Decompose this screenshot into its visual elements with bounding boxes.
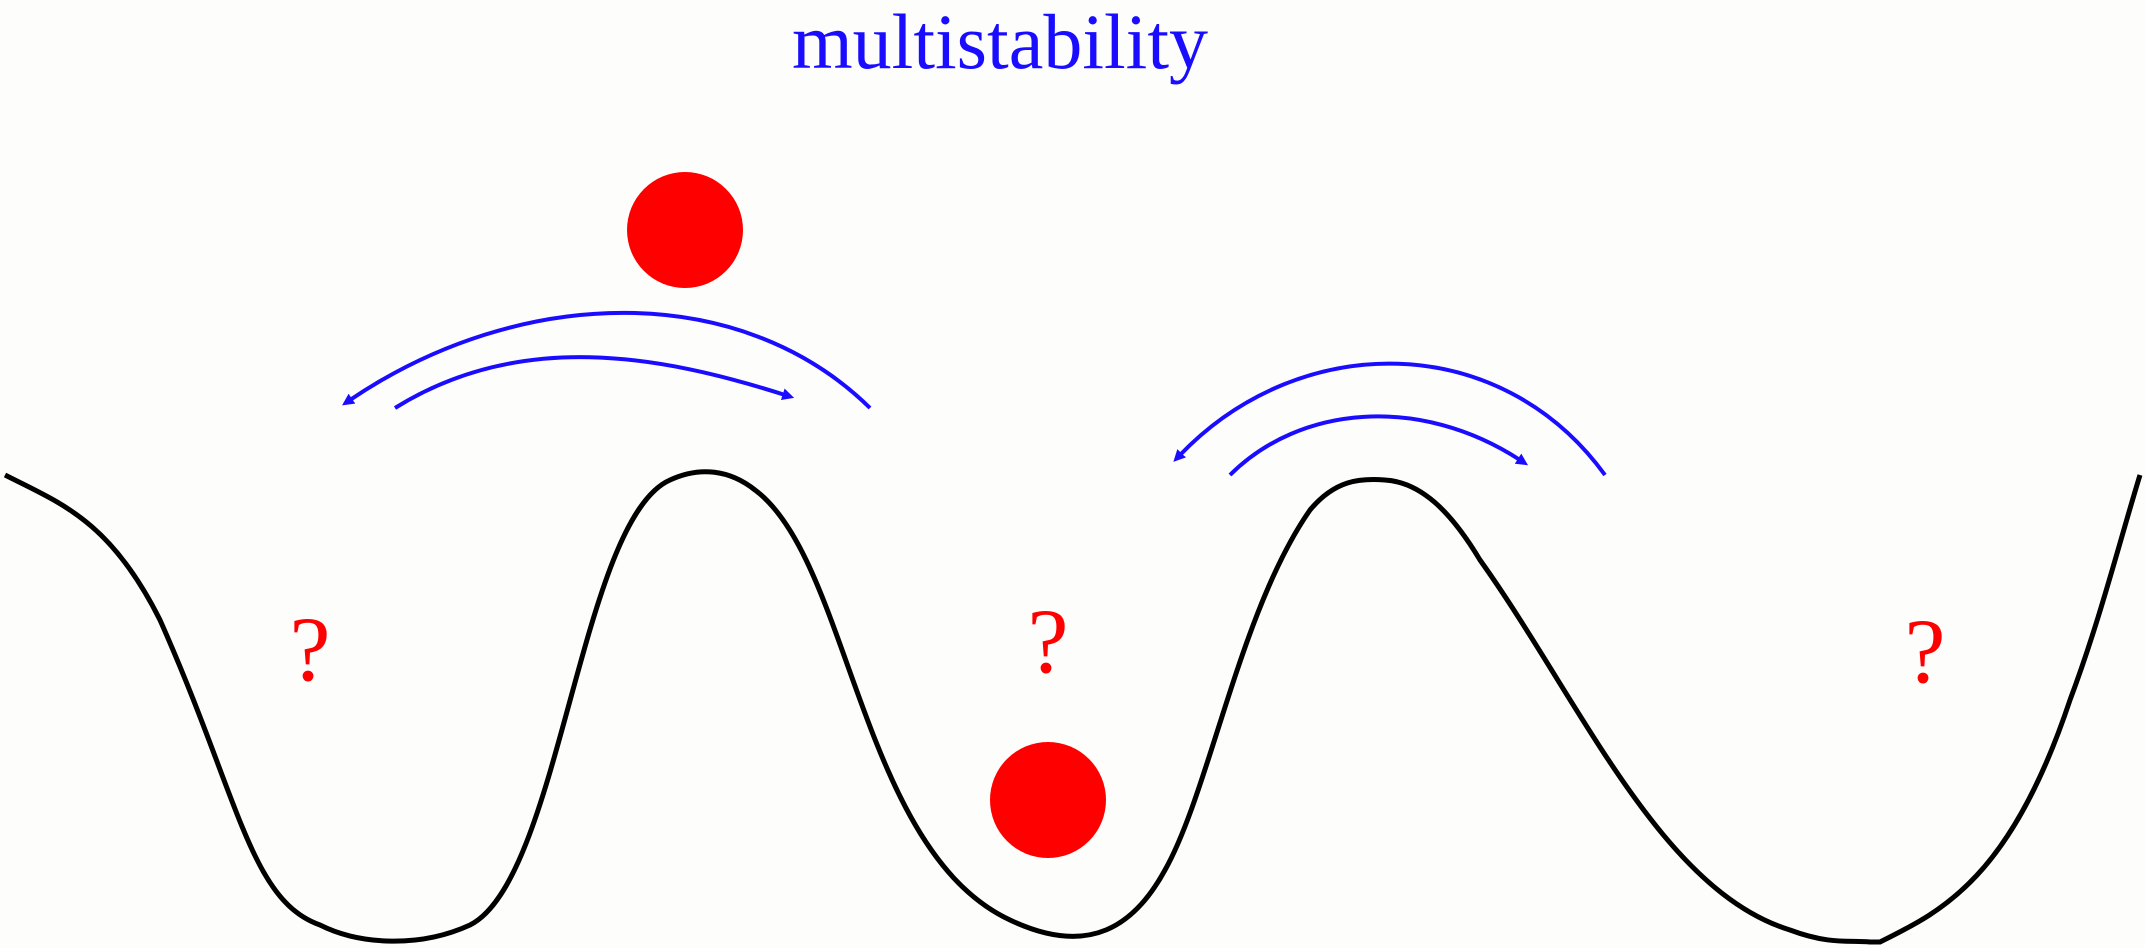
diagram-title: multistability: [792, 0, 1208, 85]
arrow-left-inner: [393, 355, 795, 410]
ball-bottom: [990, 742, 1106, 858]
arrow-left-outer: [342, 310, 872, 410]
question-mark-left: ?: [290, 598, 331, 700]
arrow-right-outer: [1173, 361, 1607, 477]
arrow-right-inner: [1228, 414, 1529, 477]
potential-landscape-curve: [3, 469, 2143, 945]
question-mark-middle: ?: [1028, 590, 1069, 692]
ball-top: [627, 172, 743, 288]
question-mark-right: ?: [1905, 600, 1946, 702]
